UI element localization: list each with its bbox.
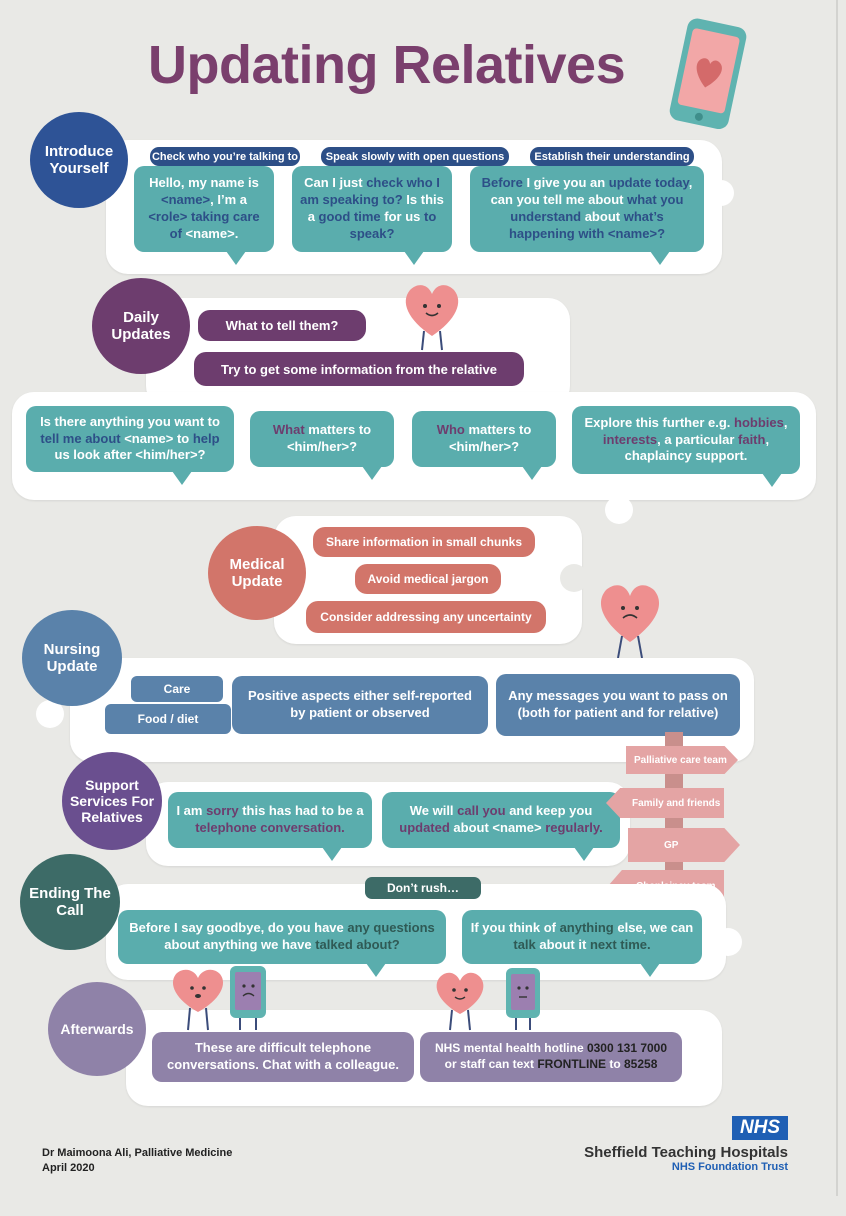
support-bubble-2: We will call you and keep you updated ab… — [382, 792, 620, 848]
sign-palliative-care-team: Palliative care team — [626, 746, 738, 774]
bubble-tail — [574, 847, 594, 861]
try-get-info-label: Try to get some information from the rel… — [194, 352, 524, 386]
medical-update-circle: Medical Update — [208, 526, 306, 620]
page-title: Updating Relatives — [148, 35, 626, 95]
nursing-update-circle: Nursing Update — [22, 610, 122, 706]
bubble-tail — [650, 251, 670, 265]
page-edge-divider — [836, 0, 838, 1196]
bubble-tail — [172, 471, 192, 485]
support-bubble-1: I am sorry this has had to be a telephon… — [168, 792, 372, 848]
intro-bubble-2: Can I just check who I am speaking to? I… — [292, 166, 452, 252]
ending-bubble-2: If you think of anything else, we can ta… — [462, 910, 702, 964]
sad-heart-icon — [172, 966, 266, 1031]
puzzle-knob — [714, 928, 742, 956]
food-diet-chip: Food / diet — [105, 704, 231, 734]
sign-gp: GP — [628, 828, 740, 862]
daily-bubble-2: What matters to <him/her>? — [250, 411, 394, 467]
afterwards-hotline-box: NHS mental health hotline 0300 131 7000 … — [420, 1032, 682, 1082]
puzzle-notch — [560, 564, 588, 592]
tab-speak-slowly: Speak slowly with open questions — [321, 147, 509, 166]
bubble-tail — [226, 251, 246, 265]
positive-aspects-box: Positive aspects either self-reported by… — [232, 676, 488, 734]
bubble-tail — [640, 963, 660, 977]
bubble-tail — [366, 963, 386, 977]
daily-updates-circle: Daily Updates — [92, 278, 190, 374]
intro-bubble-3: Before I give you an update today, can y… — [470, 166, 704, 252]
messages-box: Any messages you want to pass on (both f… — [496, 674, 740, 736]
ending-call-circle: Ending The Call — [20, 854, 120, 950]
afterwards-chat-box: These are difficult telephone conversati… — [152, 1032, 414, 1082]
sign-family-and-friends: Family and friends — [606, 788, 724, 818]
ending-bubble-1: Before I say goodbye, do you have any qu… — [118, 910, 446, 964]
medical-item-1: Share information in small chunks — [313, 527, 535, 557]
intro-bubble-1: Hello, my name is <name>, I’m a <role> t… — [134, 166, 274, 252]
bubble-tail — [522, 466, 542, 480]
tab-check-who: Check who you’re talking to — [150, 147, 300, 166]
medical-item-3: Consider addressing any uncertainty — [306, 601, 546, 633]
puzzle-knob — [605, 496, 633, 524]
puzzle-knob — [708, 180, 734, 206]
publish-date: April 2020 — [42, 1162, 95, 1175]
afterwards-circle: Afterwards — [48, 982, 146, 1076]
phone-heart-icon — [669, 18, 747, 130]
daily-bubble-1: Is there anything you want to tell me ab… — [26, 406, 234, 472]
signpost-pole — [665, 732, 683, 912]
daily-bubble-3: Who matters to <him/her>? — [412, 411, 556, 467]
support-services-circle: Support Services For Relatives — [62, 752, 162, 850]
happy-heart-icon — [436, 968, 540, 1031]
tab-establish-understanding: Establish their understanding — [530, 147, 694, 166]
happy-heart-icon — [405, 285, 459, 351]
bubble-tail — [404, 251, 424, 265]
introduce-yourself-circle: Introduce Yourself — [30, 112, 128, 208]
nhs-logo: NHS — [732, 1116, 788, 1140]
daily-bubble-4: Explore this further e.g. hobbies, inter… — [572, 406, 800, 474]
medical-item-2: Avoid medical jargon — [355, 564, 501, 594]
what-to-tell-label: What to tell them? — [198, 310, 366, 341]
bubble-tail — [762, 473, 782, 487]
care-chip: Care — [131, 676, 223, 702]
author-name: Dr Maimoona Ali, Palliative Medicine — [42, 1147, 233, 1159]
bubble-tail — [362, 466, 382, 480]
bubble-tail — [322, 847, 342, 861]
dont-rush-label: Don’t rush… — [365, 877, 481, 899]
trust-name: Sheffield Teaching Hospitals — [584, 1144, 788, 1161]
author-credit: Dr Maimoona Ali, Palliative Medicine Apr… — [42, 1146, 232, 1177]
sad-heart-icon — [600, 585, 660, 659]
foundation-trust: NHS Foundation Trust — [671, 1161, 788, 1173]
